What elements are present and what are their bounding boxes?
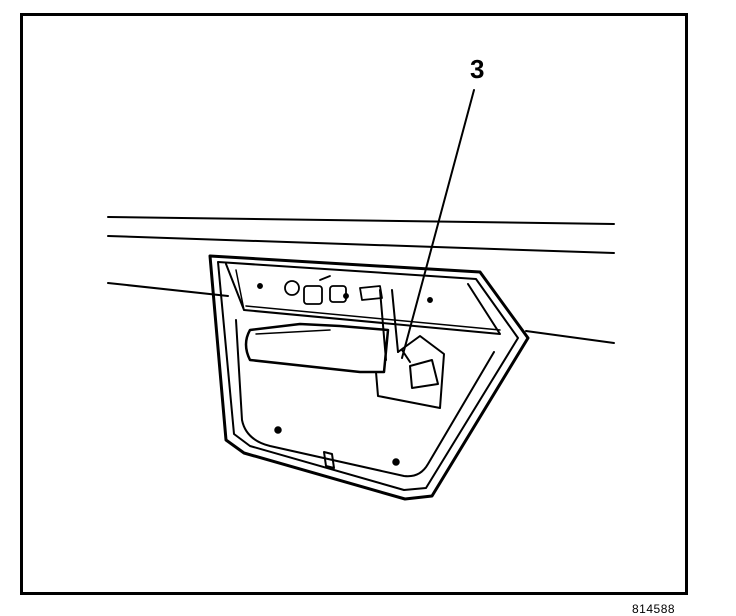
callout-leader-line bbox=[401, 89, 475, 359]
handle-bezel-outer bbox=[208, 254, 530, 501]
door-trim-lines bbox=[107, 216, 615, 344]
bezel-screws bbox=[257, 283, 433, 466]
callout-label: 3 bbox=[470, 54, 485, 84]
handle-bezel-inner bbox=[217, 261, 519, 491]
bezel-tab bbox=[323, 451, 335, 469]
figure-id: 814588 bbox=[632, 602, 676, 616]
handle-recess-panel bbox=[235, 319, 495, 478]
handle-pocket-top bbox=[225, 263, 501, 335]
pull-handle-lever bbox=[244, 322, 390, 374]
linkage-clips bbox=[284, 275, 383, 305]
linkage-rod bbox=[379, 289, 399, 361]
figure-frame bbox=[20, 13, 688, 595]
